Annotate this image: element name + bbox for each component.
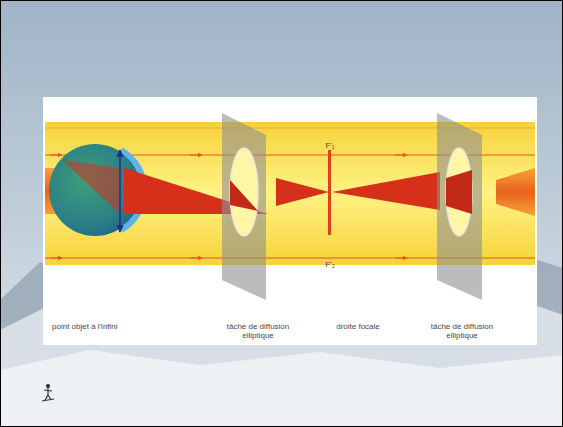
diverging-wedge [332,172,440,210]
orange-beam [496,168,535,216]
figure-panel [43,97,537,345]
converging-wedge [276,178,329,206]
spot-wedge [230,180,258,211]
caption-label: tâche de diffusion elliptique [218,322,298,340]
caption-label: tâche de diffusion elliptique [422,322,502,340]
focal-point-label: F'₂ [315,260,345,269]
screen-plane [437,113,482,300]
ray-arrow [50,258,62,259]
caption-label: droite focale [318,322,398,331]
ray-arrow [395,155,407,156]
snow-field [0,350,563,427]
elliptic-spot [446,148,472,236]
screen-plane [222,113,266,300]
focal-point-label: F'₁ [315,141,345,150]
elliptic-spot [230,148,258,236]
ray-arrow [190,258,202,259]
skier-icon [42,385,54,402]
focal-line [328,150,331,235]
ray-arrow [190,155,202,156]
ray-arrow [395,258,407,259]
lens-red-wedge [62,160,120,214]
ray-arrow [50,155,62,156]
lens-axis [119,150,121,232]
caption-label: point objet à l'infini [52,322,162,331]
spot-wedge [446,170,472,214]
